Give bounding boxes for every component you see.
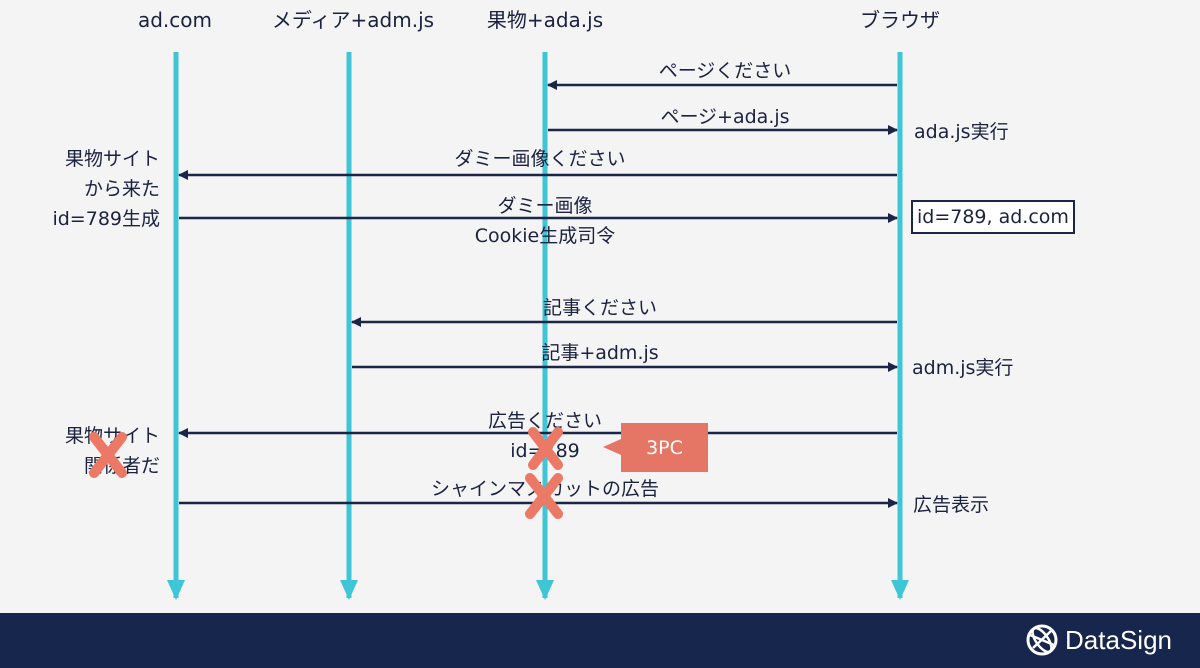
note-fruit-site-1: 果物サイト bbox=[64, 148, 160, 170]
footer-bar: DataSign bbox=[0, 613, 1200, 668]
msg-article-response: 記事+adm.js bbox=[541, 342, 659, 364]
note-adm-exec: adm.js実行 bbox=[912, 357, 1014, 379]
msg-dummy-response: ダミー画像 bbox=[497, 195, 593, 217]
participant-fruit: 果物+ada.js bbox=[486, 8, 604, 32]
participant-media: メディア+adm.js bbox=[271, 8, 435, 32]
note-cookie-box: id=789, ad.com bbox=[911, 200, 1075, 234]
note-fruit-site-2: から来た bbox=[83, 178, 160, 200]
msg-page-request: ページください bbox=[658, 60, 792, 82]
note-related-1: 果物サイト bbox=[64, 425, 160, 447]
note-ad-display: 広告表示 bbox=[913, 494, 990, 516]
msg-article-request: 記事ください bbox=[542, 297, 657, 319]
brand-logo: DataSign bbox=[1025, 623, 1172, 657]
participant-ad-com: ad.com bbox=[137, 8, 213, 32]
note-fruit-site-3: id=789生成 bbox=[52, 208, 160, 230]
msg-cookie-command: Cookie生成司令 bbox=[474, 225, 616, 247]
callout-3pc bbox=[603, 423, 708, 472]
note-ada-exec: ada.js実行 bbox=[914, 121, 1009, 143]
msg-ad-response: シャインマスカットの広告 bbox=[430, 478, 659, 500]
globe-icon bbox=[1026, 624, 1058, 656]
note-related-2: 関係者だ bbox=[83, 455, 160, 477]
msg-page-response: ページ+ada.js bbox=[660, 106, 790, 128]
callout-label: 3PC bbox=[646, 437, 683, 459]
msg-id-789: id=789 bbox=[510, 440, 580, 462]
msg-dummy-request: ダミー画像ください bbox=[454, 148, 626, 170]
participant-browser: ブラウザ bbox=[860, 8, 940, 32]
brand-name: DataSign bbox=[1065, 624, 1172, 655]
msg-ad-request: 広告ください bbox=[487, 410, 602, 432]
